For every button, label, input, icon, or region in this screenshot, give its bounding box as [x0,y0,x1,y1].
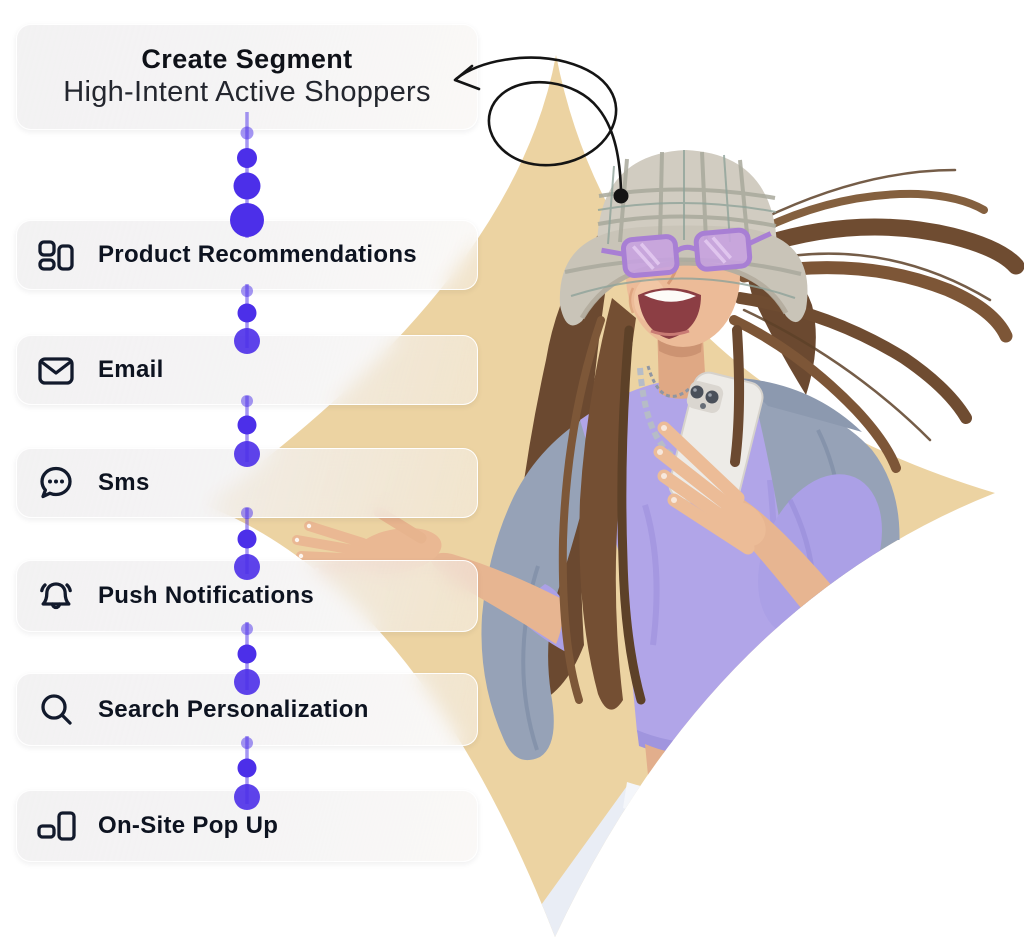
push-notifications-icon [36,576,76,616]
channel-label: Sms [98,469,150,496]
channel-card-push-notifications[interactable]: Push Notifications [16,560,478,632]
channel-card-sms[interactable]: Sms [16,448,478,518]
email-icon [36,350,76,390]
segment-subtitle: High-Intent Active Shoppers [63,76,431,109]
channel-label: On-Site Pop Up [98,812,279,839]
onsite-popup-icon [36,806,76,846]
channel-card-email[interactable]: Email [16,335,478,405]
purple-sunglasses [601,227,772,278]
channel-card-onsite-popup[interactable]: On-Site Pop Up [16,790,478,862]
channel-label: Email [98,356,164,383]
channel-card-product-recommendations[interactable]: Product Recommendations [16,220,478,290]
woman-illustration [292,150,1024,937]
segment-title: Create Segment [141,43,353,74]
product-recommendations-icon [36,235,76,275]
sms-icon [36,463,76,503]
channel-card-search-personalization[interactable]: Search Personalization [16,673,478,746]
laughing-mouth [638,288,701,339]
phone-hand [653,421,766,555]
channel-label: Product Recommendations [98,241,417,268]
channel-label: Push Notifications [98,582,315,609]
channel-label: Search Personalization [98,695,369,723]
create-segment-card[interactable]: Create Segment High-Intent Active Shoppe… [16,24,478,130]
search-icon [36,690,76,730]
